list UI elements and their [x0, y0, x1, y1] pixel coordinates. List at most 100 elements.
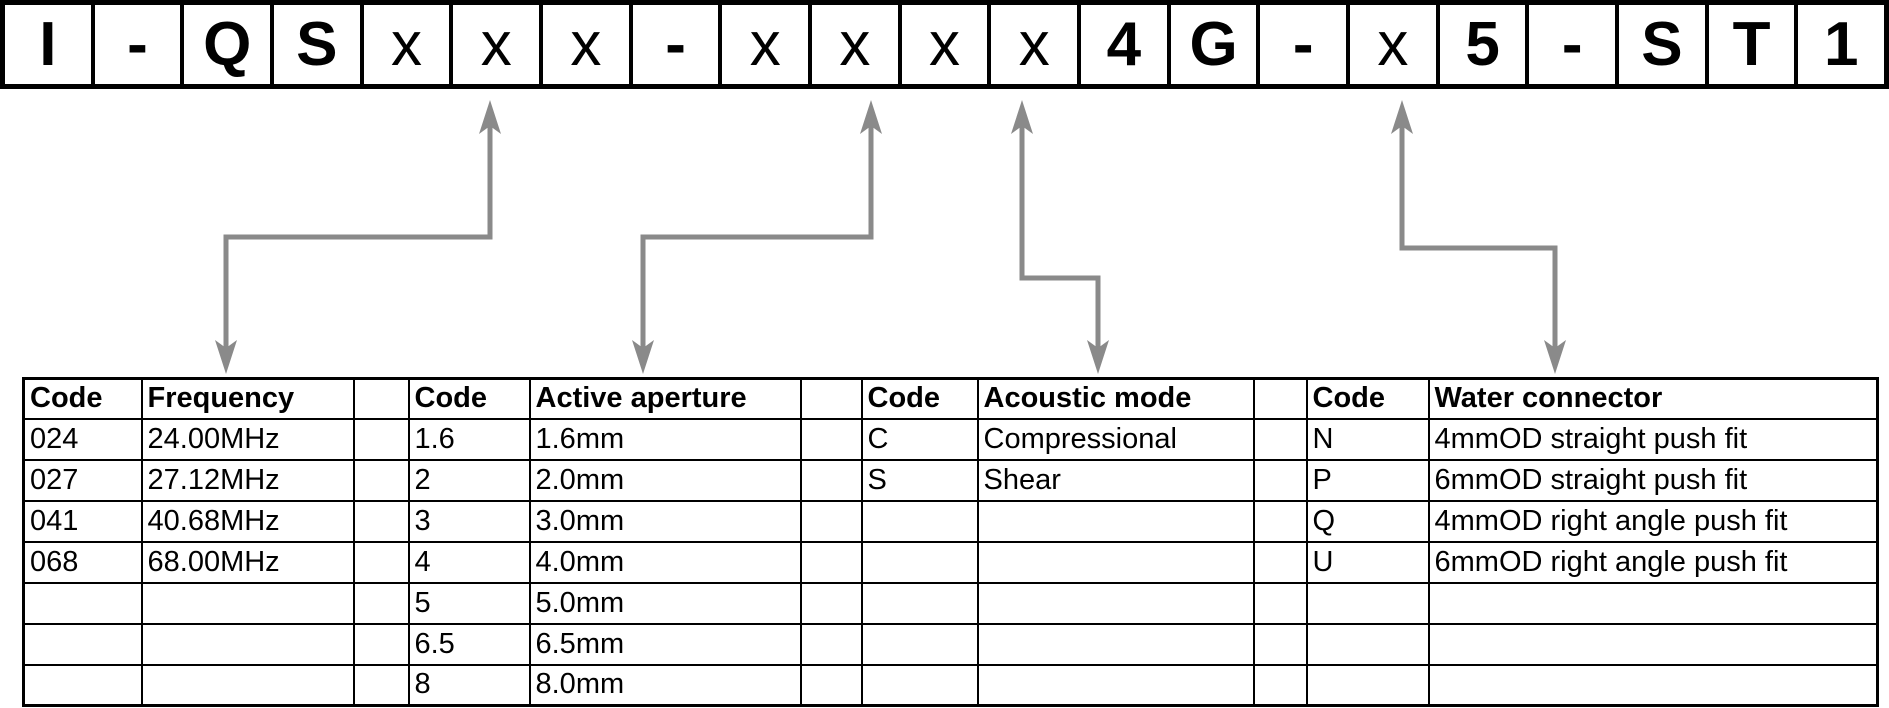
code-cell: [860, 540, 979, 584]
code-cell: U: [1305, 540, 1430, 584]
value-cell: 24.00MHz: [140, 417, 355, 461]
value-cell: [1427, 581, 1879, 625]
code-cell: [860, 663, 979, 707]
value-cell: 6mmOD right angle push fit: [1427, 540, 1879, 584]
code-cell: N: [1305, 417, 1430, 461]
value-cell: [976, 622, 1255, 666]
value-cell: [140, 663, 355, 707]
part-number-char-box: S: [1615, 5, 1705, 84]
code-cell: 024: [22, 417, 143, 461]
spacer-cell: [1252, 499, 1308, 543]
spacer-cell: [352, 663, 410, 707]
part-number-char-box: G: [1166, 5, 1257, 84]
spacer-cell: [1252, 622, 1308, 666]
part-number-char-box: Q: [180, 5, 270, 84]
spacer-cell: [352, 581, 410, 625]
spacer-cell: [352, 540, 410, 584]
value-column-header: Frequency: [140, 377, 355, 420]
part-number-char-box: x: [897, 5, 988, 84]
part-number-char-box: x: [539, 5, 629, 84]
code-cell: 4: [407, 540, 531, 584]
value-column-header: Active aperture: [528, 377, 802, 420]
arrow-head-down-icon: [215, 340, 237, 374]
value-cell: Compressional: [976, 417, 1255, 461]
value-column-header: Acoustic mode: [976, 377, 1255, 420]
value-column-header: Water connector: [1427, 377, 1879, 420]
arrow-to-acoustic-mode: [1011, 100, 1109, 374]
spacer-cell: [352, 499, 410, 543]
connector-arrows: [215, 100, 1566, 374]
code-cell: S: [860, 458, 979, 502]
code-cell: 6.5: [407, 622, 531, 666]
spacer-cell: [799, 663, 863, 707]
part-number-char-box: x: [449, 5, 539, 84]
code-cell: 5: [407, 581, 531, 625]
code-cell: [1305, 581, 1430, 625]
part-number-char-box: -: [1256, 5, 1346, 84]
value-cell: 5.0mm: [528, 581, 802, 625]
arrow-to-water-connector: [1391, 100, 1566, 374]
part-number-char-box: -: [1525, 5, 1615, 84]
code-cell: [860, 581, 979, 625]
value-cell: 1.6mm: [528, 417, 802, 461]
spacer-cell: [1252, 458, 1308, 502]
value-cell: 68.00MHz: [140, 540, 355, 584]
code-cell: [1305, 663, 1430, 707]
value-cell: 6mmOD straight push fit: [1427, 458, 1879, 502]
part-number-char-box: 1: [1794, 5, 1884, 84]
spacer-cell: [799, 540, 863, 584]
arrow-line: [640, 112, 874, 363]
arrow-head-down-icon: [1087, 340, 1109, 374]
spacer-cell: [1252, 377, 1308, 420]
arrow-head-up-icon: [1391, 100, 1413, 134]
code-column-header: Code: [22, 377, 143, 420]
spacer-cell: [799, 581, 863, 625]
value-cell: Shear: [976, 458, 1255, 502]
part-number-char-box: S: [270, 5, 360, 84]
value-cell: 27.12MHz: [140, 458, 355, 502]
value-cell: [1427, 622, 1879, 666]
arrow-head-up-icon: [860, 100, 882, 134]
arrow-line: [1019, 112, 1101, 363]
value-cell: 6.5mm: [528, 622, 802, 666]
code-cell: C: [860, 417, 979, 461]
value-cell: 8.0mm: [528, 663, 802, 707]
part-number-char-box: -: [628, 5, 719, 84]
arrow-head-down-icon: [1544, 340, 1566, 374]
value-cell: 2.0mm: [528, 458, 802, 502]
part-number-char-box: -: [90, 5, 181, 84]
code-cell: [860, 499, 979, 543]
arrow-head-down-icon: [632, 340, 654, 374]
part-number-char-box: x: [808, 5, 898, 84]
code-cell: 068: [22, 540, 143, 584]
value-cell: 4.0mm: [528, 540, 802, 584]
value-cell: [976, 540, 1255, 584]
value-cell: 3.0mm: [528, 499, 802, 543]
part-number-char-box: I: [39, 9, 57, 79]
spacer-cell: [1252, 417, 1308, 461]
value-cell: 40.68MHz: [140, 499, 355, 543]
code-cell: [22, 622, 143, 666]
code-cell: 027: [22, 458, 143, 502]
arrow-line: [223, 112, 493, 363]
arrow-to-frequency: [215, 100, 501, 374]
spacer-cell: [352, 622, 410, 666]
value-cell: 4mmOD straight push fit: [1427, 417, 1879, 461]
code-cell: Q: [1305, 499, 1430, 543]
part-number-char-box: 5: [1435, 5, 1526, 84]
spacer-cell: [799, 622, 863, 666]
part-number-char-box: x: [1346, 5, 1436, 84]
spacer-cell: [1252, 540, 1308, 584]
code-cell: [22, 581, 143, 625]
code-column-header: Code: [1305, 377, 1430, 420]
